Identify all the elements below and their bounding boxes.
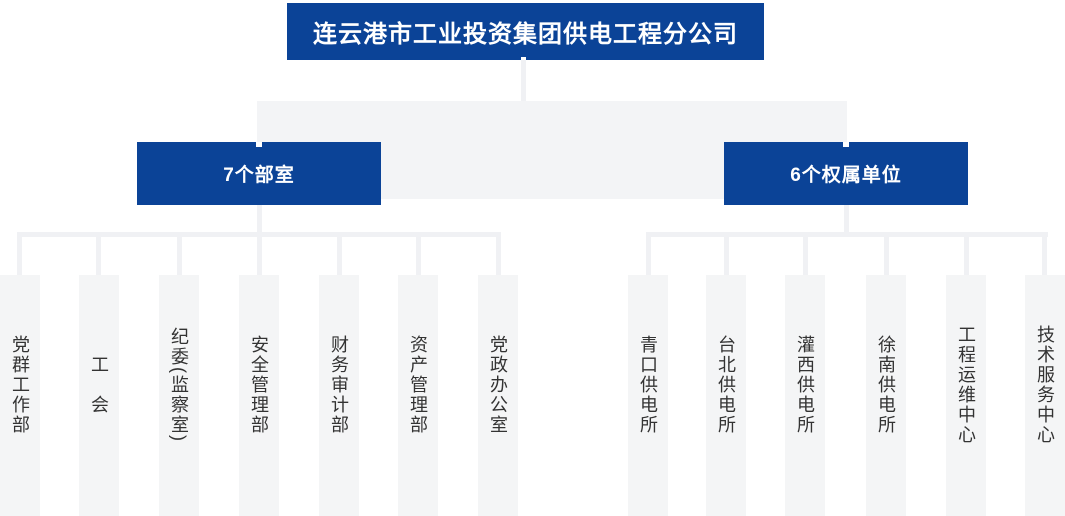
connector-junction-root (521, 57, 526, 60)
connector-left-stem (257, 205, 262, 233)
connector-junction-left-branch (256, 142, 262, 147)
dept-label: 财务审计部 (329, 334, 349, 435)
dept-column-3: 安全管理部 (239, 275, 279, 516)
connector-left-bus (17, 232, 501, 237)
connector-drop (646, 237, 651, 275)
dept-column-2: 纪委(监察室) (159, 275, 199, 516)
connector-drop (496, 237, 501, 275)
branch-departments-label: 7个部室 (223, 165, 295, 186)
unit-column-5: 技术服务中心 (1025, 275, 1065, 516)
dept-column-0: 党群工作部 (0, 275, 40, 516)
dept-label: 资产管理部 (408, 334, 428, 435)
connector-drop (337, 237, 342, 275)
dept-label: 党政办公室 (488, 334, 508, 435)
connector-drop (964, 237, 969, 275)
unit-column-0: 青口供电所 (628, 275, 668, 516)
dept-label: 工 会 (89, 354, 109, 415)
connector-drop (803, 237, 808, 275)
unit-label: 工程运维中心 (956, 324, 976, 445)
unit-column-3: 徐南供电所 (866, 275, 906, 516)
connector-drop (177, 237, 182, 275)
unit-label: 灌西供电所 (795, 334, 815, 435)
connector-drop (17, 237, 22, 275)
connector-root-stem (521, 60, 526, 101)
connector-junction-right-branch (843, 142, 849, 147)
unit-column-4: 工程运维中心 (946, 275, 986, 516)
dept-label: 安全管理部 (249, 334, 269, 435)
connector-drop (884, 237, 889, 275)
connector-drop (1042, 237, 1047, 275)
connector-drop (724, 237, 729, 275)
dept-column-6: 党政办公室 (478, 275, 518, 516)
org-root-label: 连云港市工业投资集团供电工程分公司 (313, 21, 738, 48)
dept-column-4: 财务审计部 (319, 275, 359, 516)
branch-node-departments: 7个部室 (137, 142, 381, 205)
unit-label: 徐南供电所 (876, 334, 896, 435)
branch-node-units: 6个权属单位 (724, 142, 968, 205)
branch-units-label: 6个权属单位 (790, 165, 902, 186)
dept-column-5: 资产管理部 (398, 275, 438, 516)
connector-drop (257, 237, 262, 275)
dept-column-1: 工 会 (79, 275, 119, 516)
connector-drop (416, 237, 421, 275)
unit-label: 台北供电所 (716, 334, 736, 435)
unit-label: 技术服务中心 (1035, 324, 1055, 445)
dept-label: 党群工作部 (10, 334, 30, 435)
connector-right-bus (646, 232, 1048, 237)
unit-column-2: 灌西供电所 (785, 275, 825, 516)
unit-column-1: 台北供电所 (706, 275, 746, 516)
connector-right-stem (844, 205, 849, 233)
org-root-node: 连云港市工业投资集团供电工程分公司 (287, 3, 764, 60)
dept-label: 纪委(监察室) (169, 326, 189, 443)
connector-drop (96, 237, 101, 275)
unit-label: 青口供电所 (638, 334, 658, 435)
